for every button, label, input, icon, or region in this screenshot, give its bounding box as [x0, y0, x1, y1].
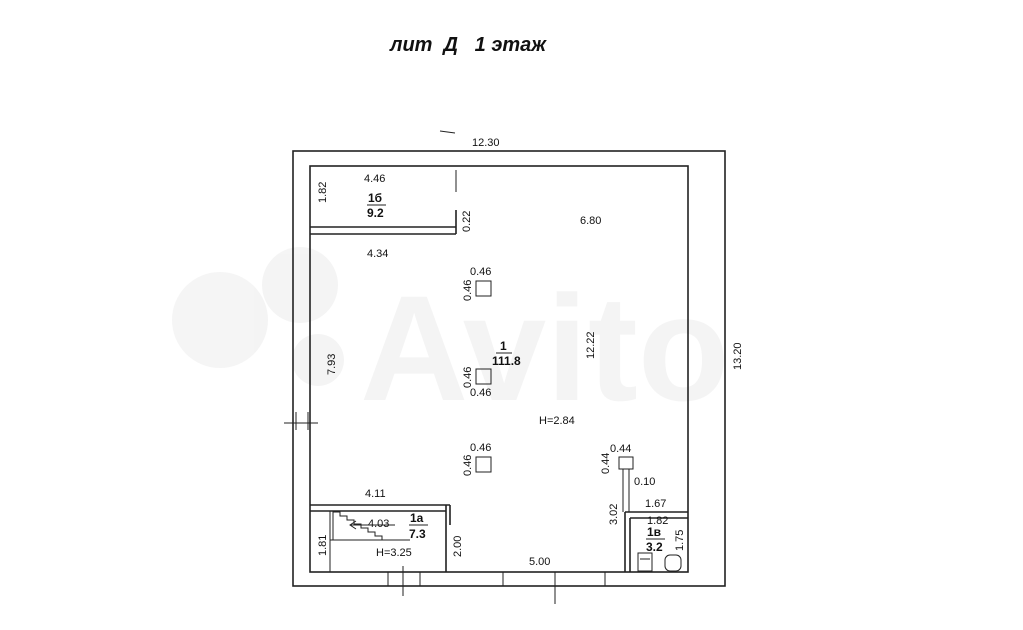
room-1v	[624, 511, 688, 572]
dim-room-1a-width: 4.11	[365, 488, 386, 500]
toilet-fixture	[664, 554, 682, 572]
dim-room-1v-width: 1.67	[645, 498, 666, 510]
room-label-1v: 1в 3.2	[646, 525, 665, 554]
room-1a-area: 7.3	[409, 527, 426, 541]
room-1v-area: 3.2	[646, 540, 663, 554]
outer-wall-outer	[292, 150, 726, 587]
dim-pillar-h: 0.44	[600, 453, 612, 474]
room-label-1b: 1б 9.2	[367, 191, 386, 220]
dim-column1-h: 0.46	[462, 280, 474, 301]
room-label-1a: 1а 7.3	[409, 511, 428, 541]
dim-left-wall-segment: 7.93	[326, 354, 338, 375]
left-door-mark	[284, 412, 318, 430]
dim-bottom-width: 5.00	[529, 556, 550, 568]
column-2	[475, 368, 492, 385]
room-1b-area: 9.2	[367, 206, 384, 220]
sink-fixture	[637, 552, 653, 572]
room-label-1: 1 111.8	[492, 339, 521, 368]
room-1a-number: 1а	[410, 511, 424, 525]
dim-inner-width: 6.80	[580, 215, 601, 227]
room-1b-number: 1б	[368, 191, 382, 205]
dim-column3-h: 0.46	[462, 455, 474, 476]
bottom-wall-openings	[387, 566, 606, 604]
room-1-number: 1	[500, 339, 507, 353]
ceiling-height-main: H=2.84	[539, 415, 575, 427]
dim-room-1v-inner: 1.82	[647, 515, 668, 527]
dim-room-1a-depth: 2.00	[452, 536, 464, 557]
dim-pillar-gap: 0.10	[634, 476, 655, 488]
dim-column1-w: 0.46	[470, 266, 491, 278]
room-1a	[310, 504, 451, 572]
dim-room-1b-width: 4.46	[364, 173, 385, 185]
staircase	[332, 511, 395, 540]
room-1v-number: 1в	[647, 525, 661, 539]
top-tick	[439, 130, 456, 134]
dim-pillar-w: 0.44	[610, 443, 631, 455]
dim-room-1b-height: 1.82	[317, 182, 329, 203]
room-1b	[310, 170, 457, 235]
plan-title: лит Д 1 этаж	[390, 34, 547, 56]
dim-column3-w: 0.46	[470, 442, 491, 454]
dim-room-1v-height: 1.75	[674, 530, 686, 551]
outer-wall-inner	[309, 165, 689, 573]
column-1	[475, 280, 492, 297]
avito-watermark: Avito	[172, 247, 729, 432]
dim-room-1a-height: 1.81	[317, 535, 329, 556]
dim-stair-length: 4.03	[368, 518, 389, 530]
dim-column2-h: 0.46	[462, 367, 474, 388]
column-3	[475, 456, 492, 473]
dim-overall-width: 12.30	[472, 137, 500, 149]
dim-partition-1b: 0.22	[461, 211, 473, 232]
watermark-text: Avito	[360, 264, 729, 432]
dim-room-1b-bottom: 4.34	[367, 248, 388, 260]
room-1-area: 111.8	[492, 354, 521, 368]
dim-inner-height: 12.22	[585, 331, 597, 359]
dim-room-1v-offset: 3.02	[608, 504, 620, 525]
ceiling-height-1a: H=3.25	[376, 547, 412, 559]
dim-overall-height: 13.20	[732, 342, 744, 370]
dim-column2-w: 0.46	[470, 387, 491, 399]
pillar	[618, 456, 634, 512]
